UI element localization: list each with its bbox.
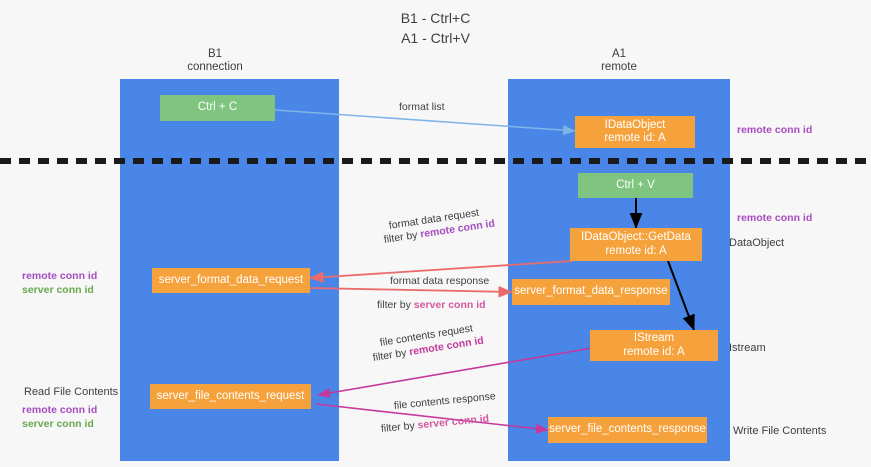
- filter-key-server-conn-id: server conn id: [416, 412, 490, 432]
- lane-header-a1-subtitle: remote: [601, 61, 637, 73]
- title-line-1: B1 - Ctrl+C: [400, 10, 471, 26]
- page-title: B1 - Ctrl+C A1 - Ctrl+V: [0, 8, 871, 48]
- side-label-write-file-contents: Write File Contents: [733, 424, 826, 438]
- legend-remote-conn-id: remote conn id: [22, 270, 98, 282]
- side-label-istream: Istream: [729, 341, 766, 355]
- legend-remote-conn-id-2: remote conn id: [22, 404, 98, 416]
- arrow-format-data-response: [309, 285, 513, 298]
- node-ctrl-v-label: Ctrl + V: [616, 178, 655, 191]
- node-server-file-contents-request[interactable]: server_file_contents_request: [150, 384, 311, 409]
- node-istream[interactable]: IStream remote id: A: [590, 330, 718, 361]
- filter-prefix: filter by: [377, 299, 414, 311]
- arrow-label-file-contents-response: file contents response: [393, 390, 496, 413]
- side-label-remote-conn-id-top: remote conn id: [737, 123, 812, 137]
- node-idataobject-getdata[interactable]: IDataObject::GetData remote id: A: [570, 228, 702, 261]
- lane-header-a1-name: A1: [611, 48, 627, 60]
- node-server-format-data-request-label: server_format_data_request: [158, 273, 304, 286]
- node-server-file-contents-response-label: server_file_contents_response: [549, 423, 706, 436]
- node-server-format-data-response-label: server_format_data_response: [514, 285, 668, 298]
- arrow-label-file-contents-response-filter: filter by server conn id: [380, 413, 489, 436]
- node-istream-label: IStream: [633, 332, 675, 344]
- node-idataobject[interactable]: IDataObject remote id: A: [575, 116, 695, 148]
- side-label-conn-id-legend-top: remote conn id server conn id: [22, 269, 97, 297]
- lane-header-b1-name: B1: [207, 48, 223, 60]
- node-server-format-data-request[interactable]: server_format_data_request: [152, 268, 310, 293]
- arrow-label-format-data-response-filter: filter by server conn id: [377, 299, 486, 312]
- arrow-label-format-list-text: format list: [399, 101, 445, 113]
- lane-header-a1: A1 remote: [549, 48, 689, 74]
- title-line-2: A1 - Ctrl+V: [401, 30, 470, 46]
- node-idataobject-label: IDataObject: [604, 118, 666, 131]
- node-server-format-data-response[interactable]: server_format_data_response: [512, 279, 670, 305]
- lane-header-b1: B1 connection: [145, 48, 285, 74]
- filter-prefix: filter by: [380, 419, 419, 435]
- node-ctrl-v[interactable]: Ctrl + V: [578, 173, 693, 198]
- node-server-file-contents-request-label: server_file_contents_request: [156, 389, 305, 402]
- side-label-write-file-contents-text: Write File Contents: [733, 425, 827, 437]
- lane-header-b1-subtitle: connection: [187, 61, 243, 73]
- side-label-conn-id-legend-bottom: remote conn id server conn id: [22, 403, 97, 431]
- side-label-istream-text: Istream: [729, 342, 766, 354]
- node-ctrl-c-label: Ctrl + C: [197, 101, 238, 114]
- node-server-file-contents-response[interactable]: server_file_contents_response: [548, 417, 707, 443]
- node-getdata-label: IDataObject::GetData: [581, 231, 691, 243]
- side-label-dataobject: DataObject: [729, 236, 784, 250]
- arrow-label-format-data-response: format data response: [390, 275, 489, 288]
- legend-server-conn-id: server conn id: [22, 284, 94, 296]
- legend-server-conn-id-2: server conn id: [22, 418, 94, 430]
- filter-prefix: filter by: [371, 346, 411, 364]
- side-label-remote-conn-id-top-text: remote conn id: [737, 124, 813, 136]
- arrow-label-format-data-response-text: format data response: [390, 275, 490, 287]
- arrow-label-file-contents-response-text: file contents response: [393, 390, 497, 412]
- node-istream-sub: remote id: A: [623, 345, 685, 358]
- node-idataobject-sub: remote id: A: [604, 132, 666, 144]
- node-getdata-sub: remote id: A: [605, 244, 667, 257]
- side-label-read-file-contents: Read File Contents: [24, 385, 118, 399]
- side-label-dataobject-text: DataObject: [729, 237, 785, 249]
- side-label-remote-conn-id-mid: remote conn id: [737, 211, 812, 225]
- side-label-read-file-contents-text: Read File Contents: [24, 386, 119, 398]
- filter-key-server-conn-id: server conn id: [413, 299, 486, 311]
- arrow-label-format-list: format list: [399, 101, 445, 114]
- node-ctrl-c[interactable]: Ctrl + C: [160, 95, 275, 121]
- side-label-remote-conn-id-mid-text: remote conn id: [737, 212, 813, 224]
